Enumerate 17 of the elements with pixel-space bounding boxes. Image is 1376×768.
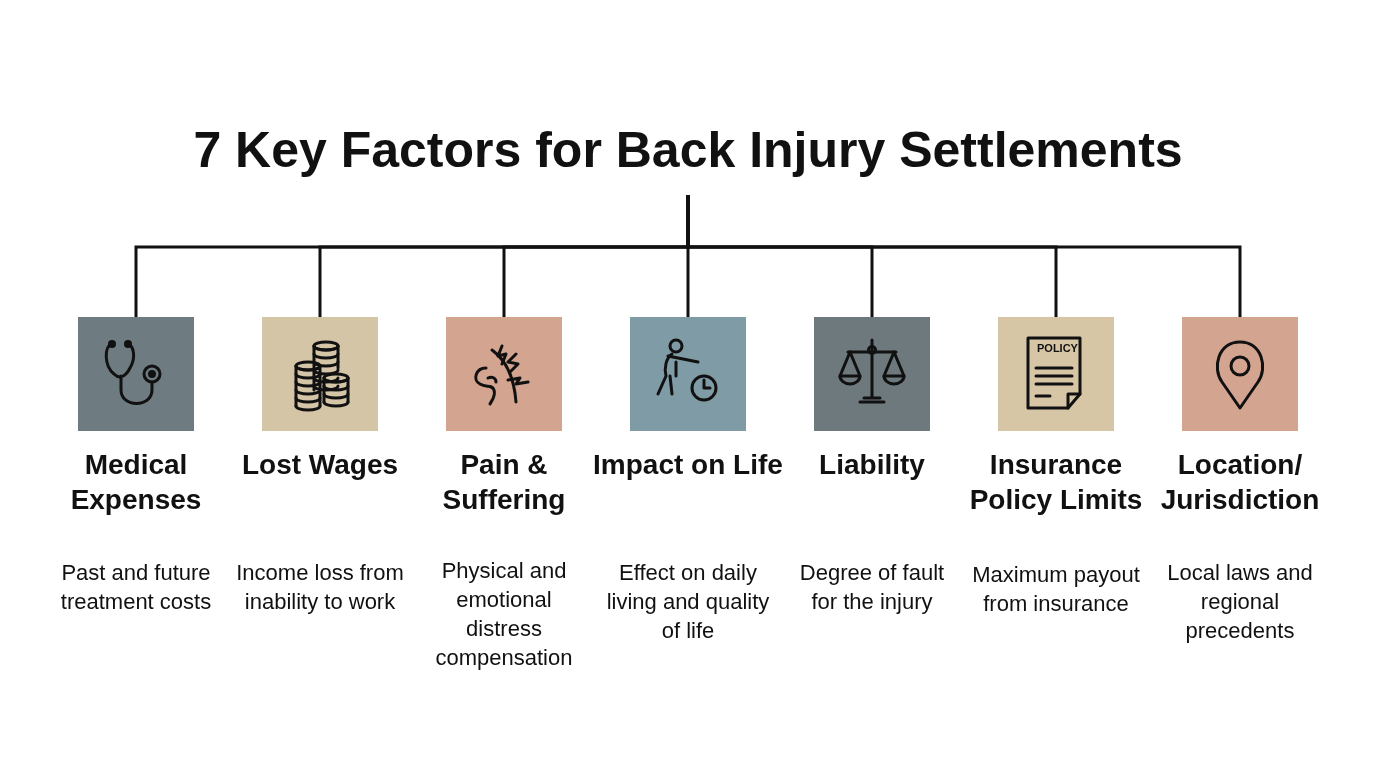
factor-heading: Location/ Jurisdiction	[1159, 448, 1321, 517]
factor-description: Income loss from inability to work	[235, 559, 405, 616]
factor-heading: Liability	[818, 448, 926, 482]
factor-description: Maximum payout from insurance	[971, 561, 1141, 618]
factor-description: Past and future treatment costs	[59, 559, 213, 616]
factor-description: Effect on daily living and quality of life	[605, 559, 771, 645]
title: 7 Key Factors for Back Injury Settlements	[193, 121, 1183, 180]
policy-label: POLICY	[1037, 342, 1078, 354]
factor-heading: Insurance Policy Limits	[968, 448, 1144, 517]
factor-description: Degree of fault for the injury	[798, 559, 946, 616]
factor-heading: Medical Expenses	[69, 448, 203, 517]
factor-heading: Impact on Life	[593, 448, 783, 482]
connector-line	[686, 195, 1242, 317]
factor-heading: Lost Wages	[240, 448, 400, 482]
factor-description: Physical and emotional distress compensation	[434, 557, 574, 672]
factor-heading: Pain & Suffering	[441, 448, 567, 517]
factor-description: Local laws and regional precedents	[1166, 559, 1314, 645]
